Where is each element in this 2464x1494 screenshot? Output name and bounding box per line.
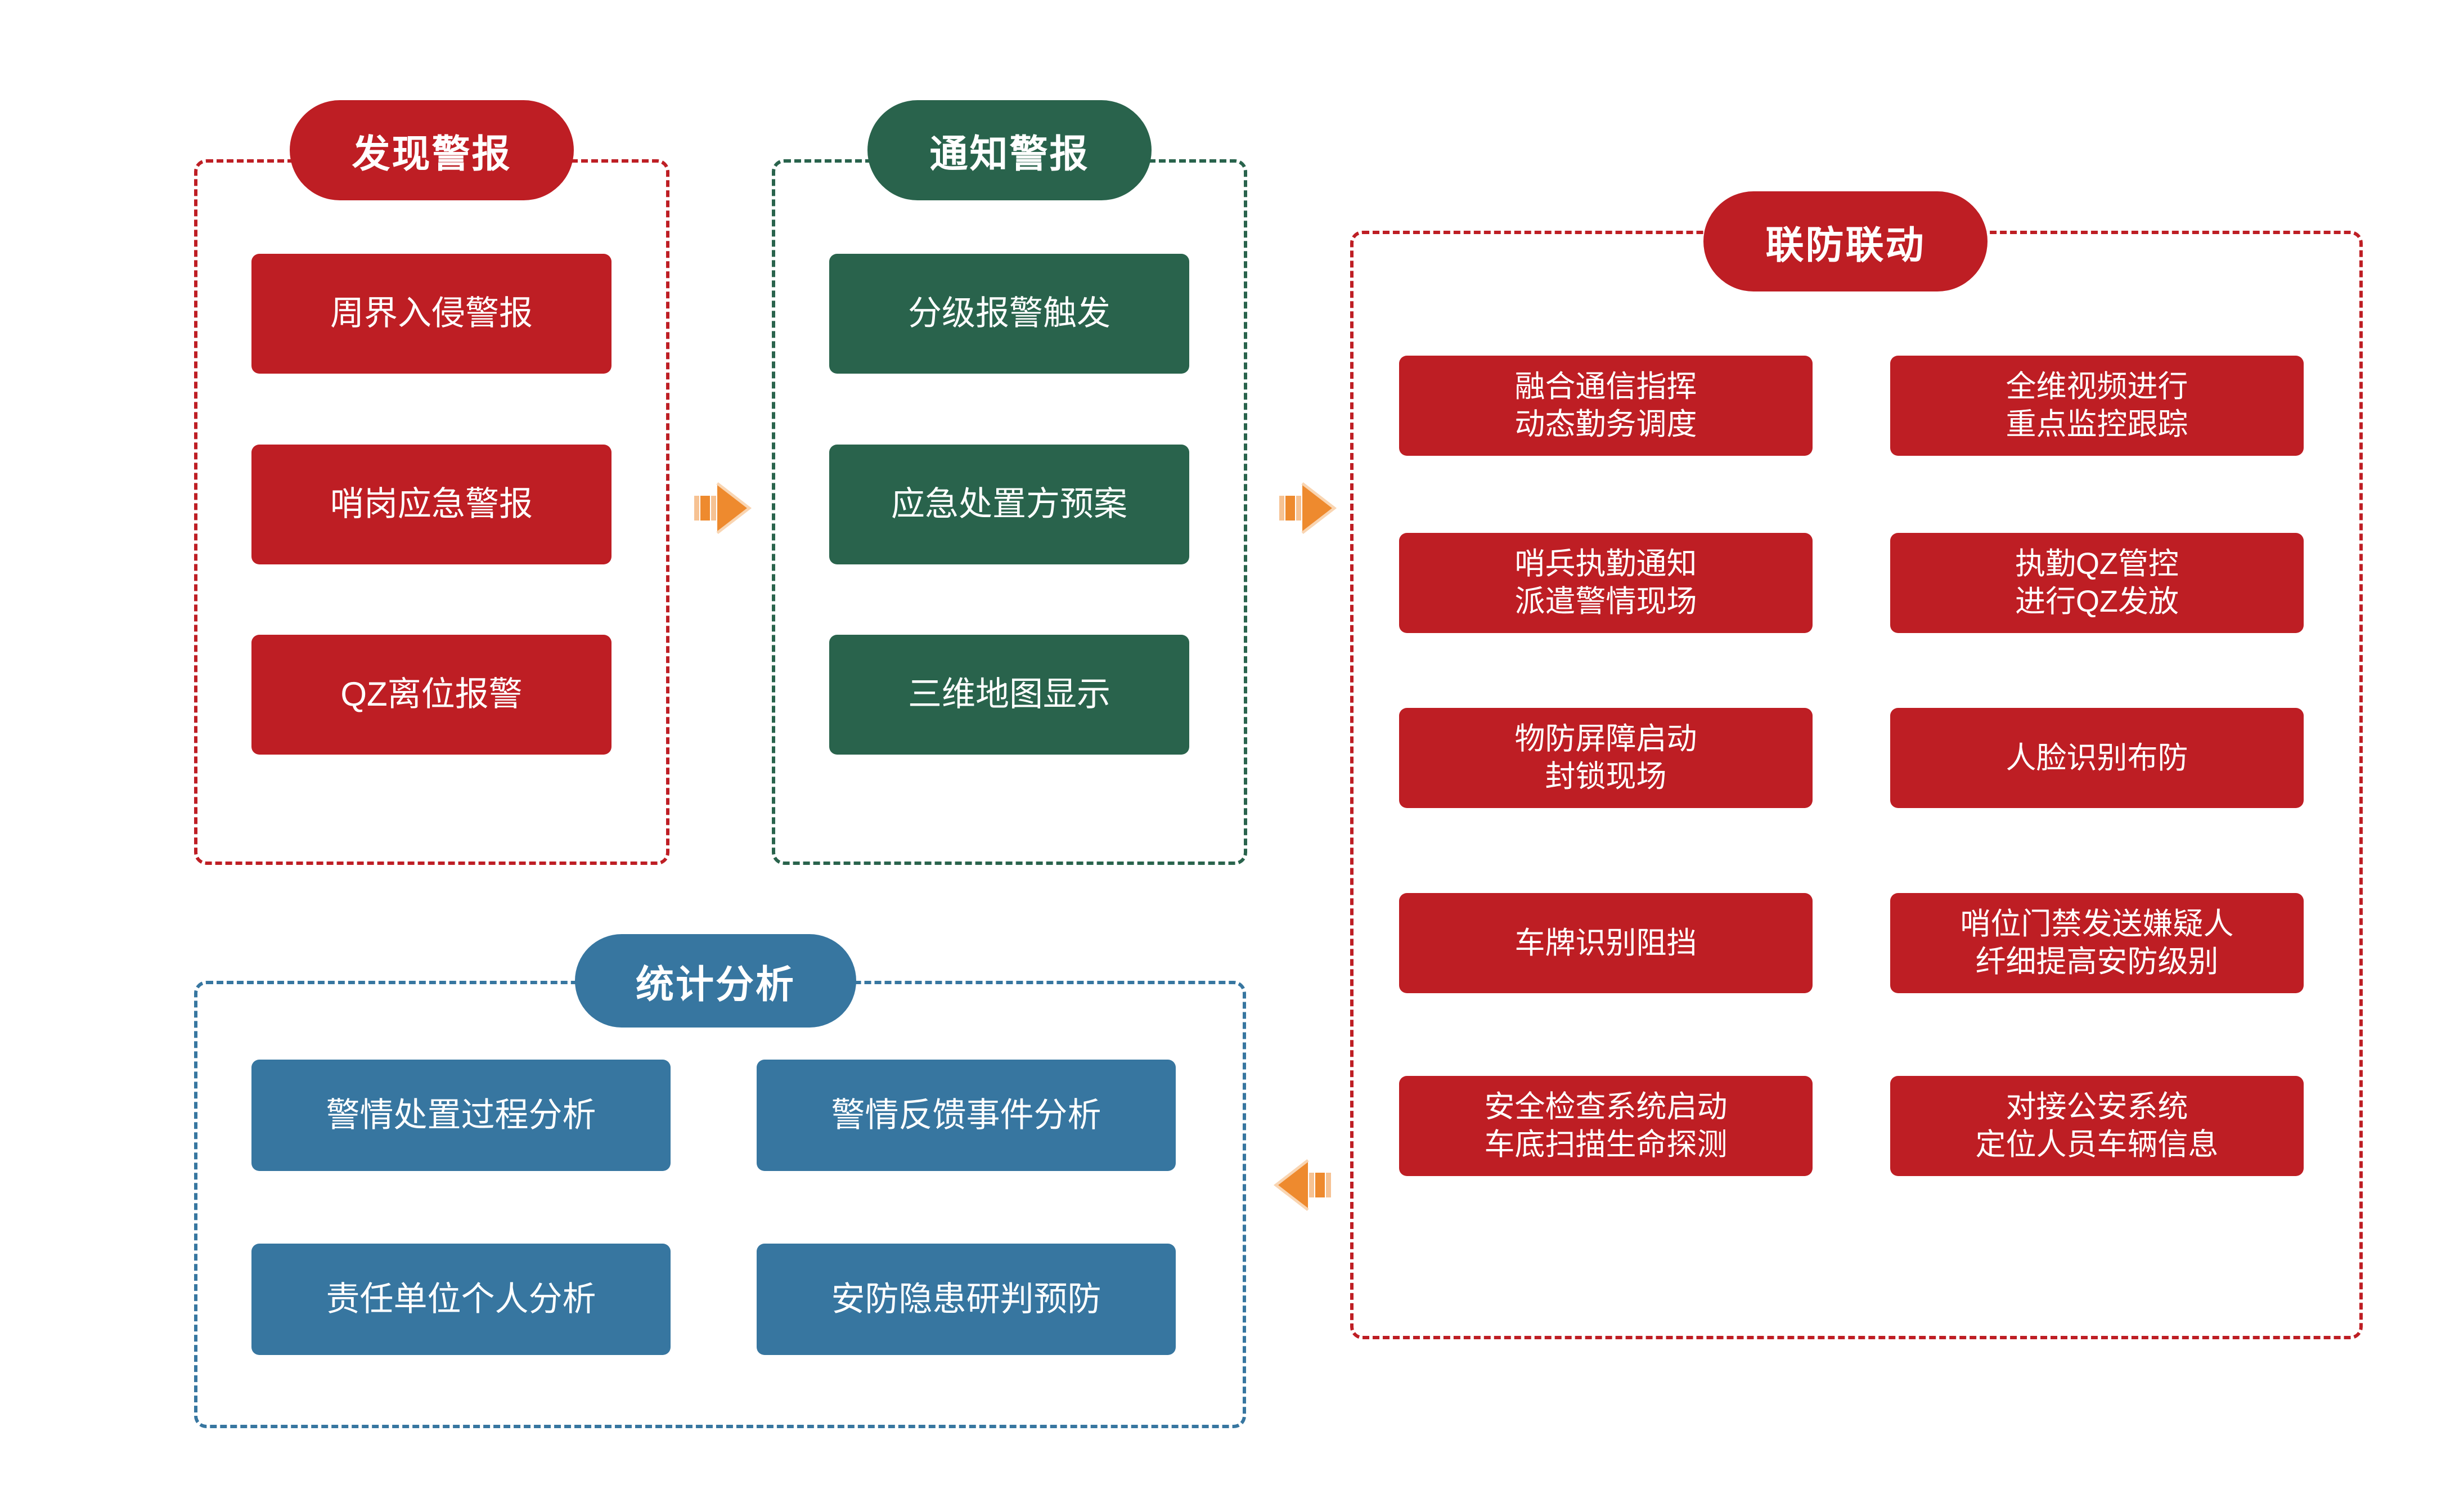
box-joint-right-item-3[interactable]: 人脸识别布防 xyxy=(1890,708,2304,808)
box-statistics-item-1-label: 警情处置过程分析 xyxy=(326,1096,596,1134)
box-joint-left-item-2[interactable]: 哨兵执勤通知 派遣警情现场 xyxy=(1399,533,1813,633)
header-pill-statistics-label: 统计分析 xyxy=(635,963,795,1006)
box-joint-left-item-4-line1: 车牌识别阻挡 xyxy=(1514,926,1697,960)
box-statistics-item-4-label: 安防隐患研判预防 xyxy=(831,1280,1101,1318)
box-joint-right-item-2-line1: 执勤QZ管控 xyxy=(2015,547,2179,581)
box-joint-left-item-2-line1: 哨兵执勤通知 xyxy=(1514,547,1697,581)
box-notify-item-3[interactable]: 三维地图显示 xyxy=(829,635,1189,755)
box-discover-item-1[interactable]: 周界入侵警报 xyxy=(251,254,611,374)
box-joint-left-item-1[interactable]: 融合通信指挥 动态勤务调度 xyxy=(1399,356,1813,456)
box-joint-right-item-1-line2: 重点监控跟踪 xyxy=(2006,407,2188,441)
box-joint-left-item-5-line2: 车底扫描生命探测 xyxy=(1484,1128,1728,1161)
box-discover-item-1-label: 周界入侵警报 xyxy=(330,294,533,333)
box-joint-right-item-2[interactable]: 执勤QZ管控 进行QZ发放 xyxy=(1890,533,2304,633)
box-discover-item-2-label: 哨岗应急警报 xyxy=(330,485,533,523)
box-joint-right-item-5[interactable]: 对接公安系统 定位人员车辆信息 xyxy=(1890,1076,2304,1176)
header-pill-discover-alarm[interactable]: 发现警报 xyxy=(290,100,574,200)
box-statistics-item-2-label: 警情反馈事件分析 xyxy=(831,1096,1101,1134)
box-statistics-item-4[interactable]: 安防隐患研判预防 xyxy=(757,1244,1176,1355)
box-discover-item-3[interactable]: QZ离位报警 xyxy=(251,635,611,755)
box-statistics-item-2[interactable]: 警情反馈事件分析 xyxy=(757,1060,1176,1171)
box-notify-item-1-label: 分级报警触发 xyxy=(908,294,1110,333)
arrow-discover-to-notify-icon xyxy=(693,481,755,535)
box-statistics-item-3-label: 责任单位个人分析 xyxy=(326,1280,596,1318)
box-discover-item-2[interactable]: 哨岗应急警报 xyxy=(251,445,611,564)
box-joint-right-item-2-line2: 进行QZ发放 xyxy=(2015,585,2179,618)
box-notify-item-2[interactable]: 应急处置方预案 xyxy=(829,445,1189,564)
panel-statistics xyxy=(194,981,1246,1428)
header-pill-discover-alarm-label: 发现警报 xyxy=(352,132,512,176)
box-joint-right-item-4[interactable]: 哨位门禁发送嫌疑人 纤细提高安防级别 xyxy=(1890,893,2304,993)
box-joint-left-item-3-line2: 封锁现场 xyxy=(1545,760,1667,793)
box-statistics-item-3[interactable]: 责任单位个人分析 xyxy=(251,1244,671,1355)
box-joint-right-item-3-line1: 人脸识别布防 xyxy=(2006,741,2188,775)
box-joint-right-item-4-line1: 哨位门禁发送嫌疑人 xyxy=(1960,907,2234,941)
box-joint-left-item-1-line2: 动态勤务调度 xyxy=(1514,407,1697,441)
box-joint-right-item-1-line1: 全维视频进行 xyxy=(2006,370,2188,404)
header-pill-statistics[interactable]: 统计分析 xyxy=(575,934,856,1028)
header-pill-joint-defense[interactable]: 联防联动 xyxy=(1703,191,1988,291)
box-joint-left-item-5[interactable]: 安全检查系统启动 车底扫描生命探测 xyxy=(1399,1076,1813,1176)
box-joint-left-item-4[interactable]: 车牌识别阻挡 xyxy=(1399,893,1813,993)
box-joint-right-item-5-line2: 定位人员车辆信息 xyxy=(1975,1128,2219,1161)
box-joint-left-item-3[interactable]: 物防屏障启动 封锁现场 xyxy=(1399,708,1813,808)
box-notify-item-2-label: 应急处置方预案 xyxy=(891,485,1127,523)
box-joint-left-item-5-line1: 安全检查系统启动 xyxy=(1484,1090,1728,1124)
arrow-notify-to-joint-icon xyxy=(1278,481,1340,535)
header-pill-notify-alarm-label: 通知警报 xyxy=(929,132,1090,176)
box-discover-item-3-label: QZ离位报警 xyxy=(340,675,523,714)
box-joint-right-item-1[interactable]: 全维视频进行 重点监控跟踪 xyxy=(1890,356,2304,456)
header-pill-joint-defense-label: 联防联动 xyxy=(1765,223,1926,267)
box-joint-left-item-2-line2: 派遣警情现场 xyxy=(1514,585,1697,618)
arrow-joint-to-statistics-icon xyxy=(1270,1158,1332,1212)
box-joint-left-item-1-line1: 融合通信指挥 xyxy=(1514,370,1697,404)
box-notify-item-3-label: 三维地图显示 xyxy=(908,675,1110,714)
box-statistics-item-1[interactable]: 警情处置过程分析 xyxy=(251,1060,671,1171)
box-joint-right-item-5-line1: 对接公安系统 xyxy=(2006,1090,2188,1124)
box-notify-item-1[interactable]: 分级报警触发 xyxy=(829,254,1189,374)
box-joint-right-item-4-line2: 纤细提高安防级别 xyxy=(1975,945,2219,979)
header-pill-notify-alarm[interactable]: 通知警报 xyxy=(867,100,1152,200)
box-joint-left-item-3-line1: 物防屏障启动 xyxy=(1514,722,1697,756)
